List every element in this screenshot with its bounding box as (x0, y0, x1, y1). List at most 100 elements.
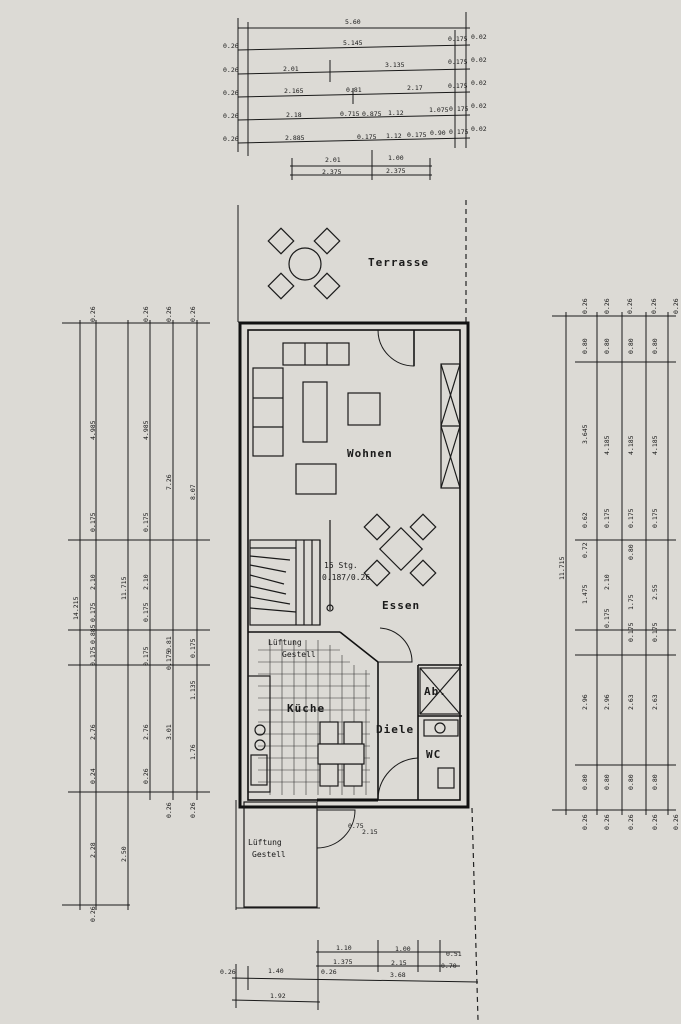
dim-label: 2.96 (581, 694, 589, 710)
dim-label: 0.26 (189, 802, 197, 818)
staircase: 15 Stg. 0.187/0.26 (249, 520, 370, 626)
door-swing-kitchen (378, 627, 413, 663)
dim-label: 2.15 (362, 828, 378, 836)
dining-chair (409, 513, 437, 541)
dining-table (378, 526, 424, 572)
dim-label: 0.175 (449, 128, 469, 136)
hall-bath: Diele Ab. WC (376, 667, 461, 789)
dim-label: 0.80 (603, 774, 611, 790)
top-dimension-block: 5.60 0.26 5.145 0.175 0.02 0.26 2.01 3.1… (223, 12, 487, 180)
dim-label: 2.10 (142, 574, 150, 590)
dim-label: 0.175 (89, 602, 97, 622)
dim-label: 3.01 (165, 724, 173, 740)
dim-label: 0.80 (627, 774, 635, 790)
dim-label: 0.175 (89, 512, 97, 532)
dim-label: 2.63 (627, 694, 635, 710)
dim-label: 0.26 (223, 135, 239, 143)
dim-label: 0.02 (471, 56, 487, 64)
dim-label: 4.985 (89, 420, 97, 440)
dim-label: 0.175 (89, 646, 97, 666)
dim-label: 0.175 (357, 133, 377, 141)
dim-label: 0.175 (603, 608, 611, 628)
storage-box (419, 667, 461, 715)
wc-sink (434, 722, 446, 734)
room-label-essen: Essen (382, 599, 420, 612)
kitchen-chair (319, 763, 339, 787)
dim-label: 0.81 (165, 636, 173, 652)
dim-label: 0.26 (603, 814, 611, 830)
dim-label: 2.50 (120, 846, 128, 862)
room-label-terrasse: Terrasse (368, 256, 429, 269)
dim-label: 1.075 (429, 106, 449, 114)
building-walls (238, 321, 470, 809)
dim-label: 2.18 (286, 111, 302, 119)
dim-label: 8.07 (189, 484, 197, 500)
dim-label: 0.175 (627, 622, 635, 642)
dim-label: 4.985 (142, 420, 150, 440)
terrace-area: Terrasse (237, 200, 467, 323)
patio-table (288, 247, 322, 281)
dim-label: 7.26 (165, 474, 173, 490)
dim-label: 0.175 (627, 508, 635, 528)
door-swing-terrace (377, 329, 415, 367)
dim-label: 0.26 (650, 298, 658, 314)
dim-label: 2.63 (651, 694, 659, 710)
dim-label: 0.81 (346, 86, 362, 94)
dim-label: 0.175 (651, 508, 659, 528)
dim-label: 11.715 (558, 556, 566, 580)
dim-label: 0.885 (89, 624, 97, 644)
stair-ratio: 0.187/0.26 (322, 573, 370, 582)
room-label-wc: WC (426, 748, 441, 761)
dim-label: 3.135 (385, 61, 405, 69)
bottom-dimension-block: 1.10 1.00 0.51 1.375 2.15 0.70 0.26 1.40… (220, 940, 479, 1010)
dim-label: 3.645 (581, 424, 589, 444)
dim-label: 0.175 (189, 638, 197, 658)
rack-label-top: Gestell (282, 650, 316, 659)
wc-toilet (437, 767, 455, 789)
dim-label: 0.175 (449, 105, 469, 113)
dim-label: 1.75 (627, 594, 635, 610)
dim-label: 2.10 (89, 574, 97, 590)
dim-label: 2.76 (142, 724, 150, 740)
dim-label: 0.26 (142, 768, 150, 784)
patio-chair (313, 272, 341, 300)
dim-label: 0.175 (448, 35, 468, 43)
dim-label: 1.475 (581, 584, 589, 604)
dim-label: 2.375 (322, 168, 342, 176)
sofa-left (252, 367, 284, 457)
dim-label: 1.10 (336, 944, 352, 952)
living-furniture: Wohnen (252, 342, 461, 495)
dim-label: 1.00 (395, 945, 411, 953)
dim-label: 5.60 (345, 18, 361, 26)
kitchen-chair (343, 763, 363, 787)
armchair (295, 463, 337, 495)
dim-label: 0.175 (603, 508, 611, 528)
dim-label: 0.70 (441, 962, 457, 970)
dim-label: 0.26 (603, 298, 611, 314)
dim-label: 0.26 (626, 298, 634, 314)
dim-label: 1.135 (189, 680, 197, 700)
kitchen: Küche Lüftung Gestell (247, 638, 370, 795)
patio-chair (267, 272, 295, 300)
dim-label: 0.80 (627, 338, 635, 354)
dim-label: 2.76 (89, 724, 97, 740)
dim-label: 2.15 (391, 959, 407, 967)
kitchen-table (317, 743, 365, 765)
dim-label: 1.375 (333, 958, 353, 966)
dim-label: 0.62 (581, 512, 589, 528)
dim-label: 0.80 (627, 544, 635, 560)
dim-label: 1.40 (268, 967, 284, 975)
dim-label: 0.26 (627, 814, 635, 830)
dim-label: 0.51 (446, 950, 462, 958)
dim-label: 0.26 (165, 802, 173, 818)
dim-label: 1.76 (189, 744, 197, 760)
dim-label: 0.26 (321, 968, 337, 976)
dim-label: 0.80 (581, 338, 589, 354)
dim-label: 0.26 (581, 298, 589, 314)
rack-label-bottom: Gestell (252, 850, 286, 859)
kitchen-chair (343, 721, 363, 745)
dim-label: 11.715 (120, 576, 128, 600)
dim-label: 1.12 (388, 109, 404, 117)
left-dimension-block: 0.26 4.985 0.175 2.10 0.175 0.885 0.175 … (62, 306, 210, 922)
